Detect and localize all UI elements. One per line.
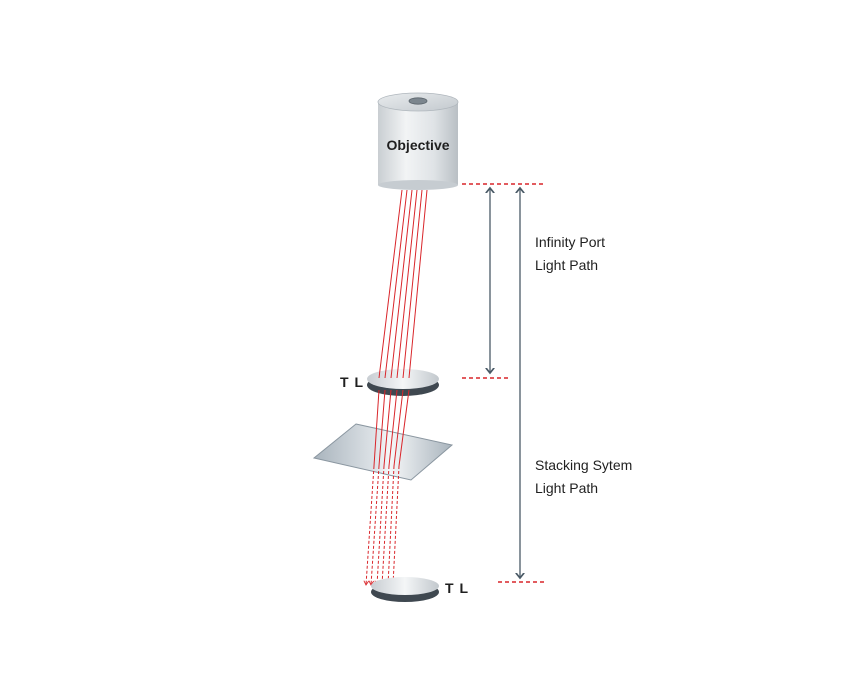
converging-rays-dashed bbox=[363, 465, 400, 586]
stacking-system-label-line1: Stacking Sytem bbox=[535, 457, 633, 473]
objective-label: Objective bbox=[386, 137, 450, 153]
objective bbox=[377, 92, 459, 190]
stacking-system-label-line2: Light Path bbox=[535, 480, 599, 496]
objective-aperture bbox=[408, 97, 428, 105]
infinity-port-label-line2: Light Path bbox=[535, 257, 599, 273]
parallel-rays bbox=[378, 189, 428, 379]
objective-body bbox=[378, 103, 458, 185]
objective-bottom bbox=[378, 180, 458, 190]
stacking-plate bbox=[312, 423, 454, 481]
tl-top-label: T L bbox=[340, 374, 364, 390]
reference-lines bbox=[462, 183, 544, 583]
tl-bottom-label: T L bbox=[445, 580, 469, 596]
converging-rays-solid bbox=[373, 389, 410, 467]
infinity-port-label-line1: Infinity Port bbox=[535, 234, 606, 250]
tube-lens-bottom bbox=[371, 577, 439, 602]
